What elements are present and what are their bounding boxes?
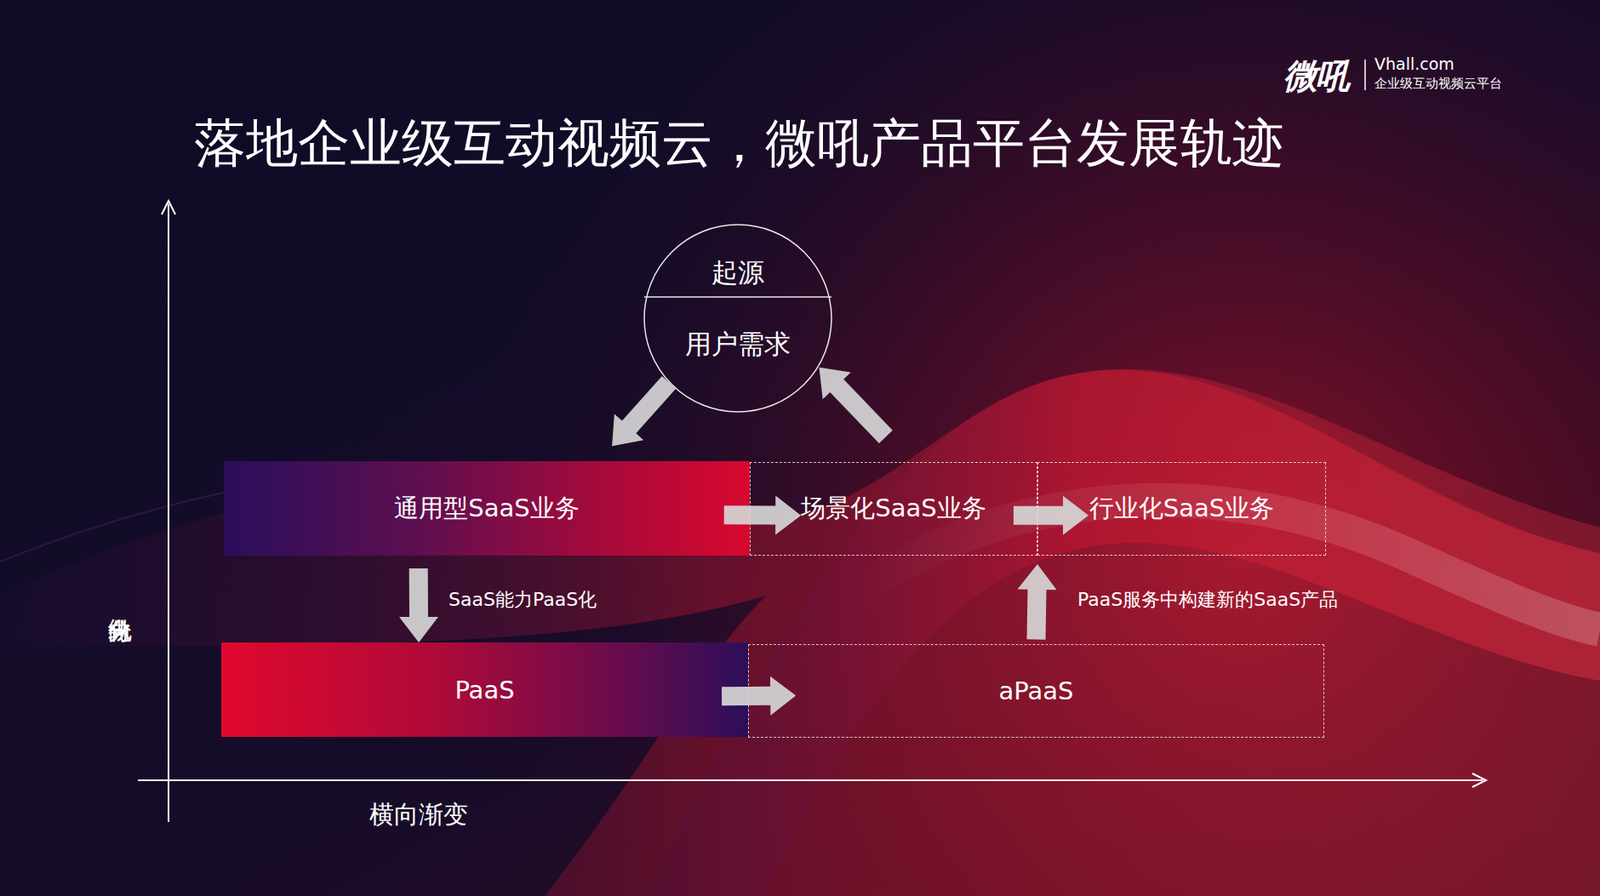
block-arrow bbox=[611, 376, 676, 446]
logo-mark: 微吼 bbox=[1283, 52, 1349, 100]
circle-outline bbox=[643, 223, 833, 413]
logo-domain: Vhall.com bbox=[1374, 54, 1455, 74]
axis-label: 横向渐变 bbox=[369, 798, 469, 833]
edge-label: SaaS能力PaaS化 bbox=[448, 587, 597, 613]
node-text: 场景化SaaS业务 bbox=[800, 491, 986, 526]
block-arrow bbox=[819, 367, 893, 444]
saas-box: 行业化SaaS业务 bbox=[1037, 462, 1326, 556]
saas-box: 通用型SaaS业务 bbox=[223, 461, 750, 556]
node-text: aPaaS bbox=[999, 676, 1075, 706]
edge-label: PaaS服务中构建新的SaaS产品 bbox=[1077, 587, 1338, 613]
node-text: 行业化SaaS业务 bbox=[1089, 491, 1275, 526]
logo-tagline: 企业级互动视频云平台 bbox=[1374, 75, 1503, 92]
paas-box: aPaaS bbox=[748, 644, 1325, 738]
origin-circle: 起源用户需求 bbox=[643, 223, 833, 413]
slide-title: 落地企业级互动视频云，微吼产品平台发展轨迹 bbox=[194, 108, 1285, 179]
circle-body: 用户需求 bbox=[643, 326, 833, 363]
circle-heading: 起源 bbox=[643, 255, 833, 292]
block-arrow bbox=[399, 568, 439, 643]
node-text: 通用型SaaS业务 bbox=[394, 491, 579, 526]
node-text: PaaS bbox=[454, 675, 515, 705]
block-arrow bbox=[1013, 496, 1089, 536]
paas-box: PaaS bbox=[221, 642, 749, 738]
saas-box: 场景化SaaS业务 bbox=[749, 462, 1038, 556]
block-arrow bbox=[724, 496, 802, 536]
block-arrow bbox=[721, 676, 796, 716]
block-arrow bbox=[1017, 564, 1058, 640]
